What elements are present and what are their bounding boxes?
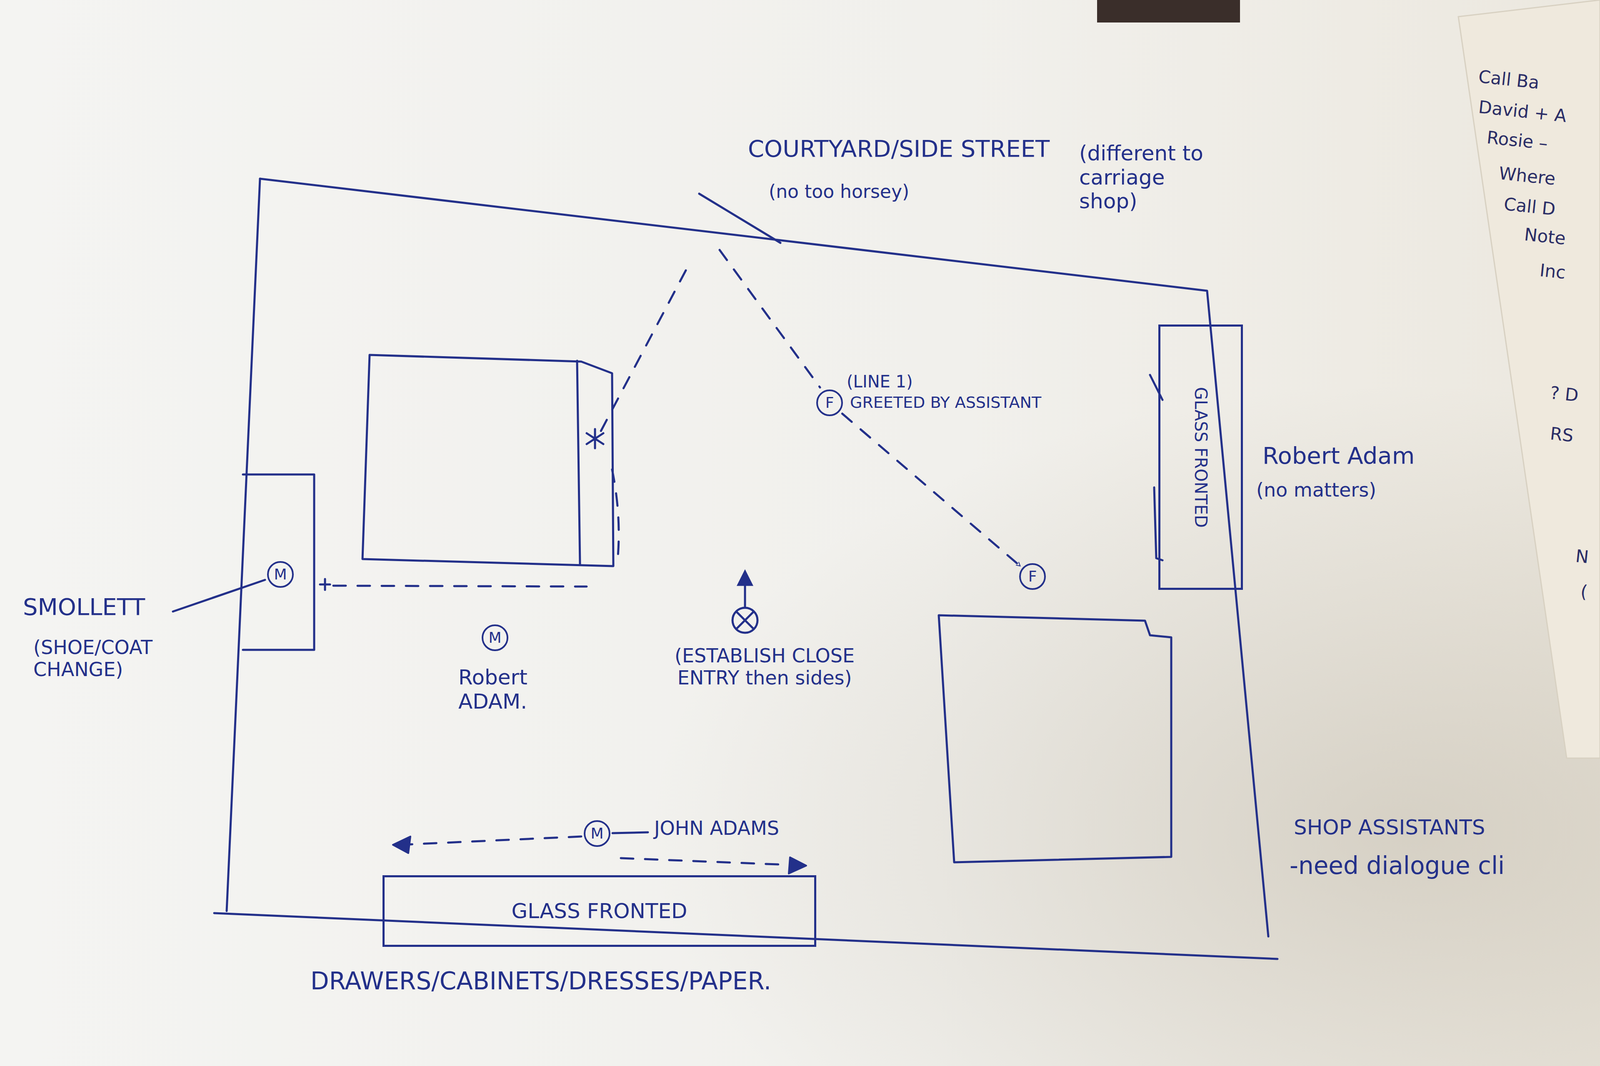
cabinet-label: GLASS FRONTED [1192,387,1210,528]
annotation: (LINE 1) [846,372,913,392]
person-marker: F [816,389,843,417]
cabinet-box: GLASS FRONTED [382,875,817,948]
display-table [938,615,1172,863]
sightline [333,585,587,587]
walk-connector [842,413,1020,566]
annotation: JOHN ADAMS [654,817,780,840]
display-table-edge [577,360,580,565]
walk-arrowhead [788,857,807,874]
annotation: (different to carriage shop) [1079,141,1230,214]
marker-letter: M [590,826,604,842]
person-marker: M [583,820,611,848]
walk-arrowhead [392,836,411,854]
door-swing [699,193,781,243]
annotation: -need dialogue cli [1289,852,1505,880]
display-table [362,355,614,567]
walk-path [400,836,582,845]
annotation: SHOP ASSISTANTS [1293,815,1485,840]
annotation: SMOLLETT [22,593,145,621]
camera-circle [732,607,758,633]
note-text: David + A [1477,97,1568,127]
sightline [600,270,686,432]
marker-letter: M [273,567,287,583]
cabinet-box: GLASS FRONTED [1158,324,1243,590]
note-text: Where [1497,163,1557,190]
note-text: RS [1549,423,1575,447]
annotation: (ESTABLISH CLOSE ENTRY then sides) [672,645,857,690]
note-text: ? D [1549,382,1580,406]
annotation: Robert Adam [1262,442,1415,470]
smollett-leader [172,580,265,612]
person-marker: M [267,561,294,588]
cabinet-label: GLASS FRONTED [511,900,688,922]
camera-arrowhead [738,571,752,585]
annotation: (SHOE/COAT CHANGE) [33,636,175,681]
notepad-sheet [1458,0,1600,759]
person-marker: M [481,624,509,652]
annotation: COURTYARD/SIDE STREET [747,135,1050,163]
camera-symbol [732,571,758,633]
sightline [612,469,619,562]
annotation: Robert ADAM. [458,665,567,714]
camera-cross [736,611,754,630]
room-wall [214,913,1278,960]
room-wall [226,178,260,912]
note-text: Inc [1538,260,1567,284]
walk-path [620,858,798,866]
note-text: Call D [1502,194,1557,220]
note-text: ( [1579,581,1589,603]
note-text: Call Ba [1477,66,1541,93]
entry-path [719,250,820,388]
marker-letter: F [1028,569,1038,585]
note-text: Note [1523,224,1567,249]
desk-object [1097,0,1240,23]
room-wall [260,178,1269,937]
cabinet-detail [1150,375,1163,561]
camera-direction [744,583,747,608]
annotation: (no matters) [1256,479,1377,502]
note-text: Rosie – [1485,127,1549,154]
annotation: (no too horsey) [768,181,910,203]
annotation: DRAWERS/CABINETS/DRESSES/PAPER. [310,967,772,996]
marker-letter: M [488,630,502,646]
gaze-mark [320,579,330,590]
person-marker: F [1019,563,1046,590]
annotation: GREETED BY ASSISTANT [850,393,1042,413]
marker-letter: F [825,395,835,411]
note-text: N [1574,546,1590,568]
john-adams-dash [612,832,648,834]
shoe-niche [242,474,315,650]
